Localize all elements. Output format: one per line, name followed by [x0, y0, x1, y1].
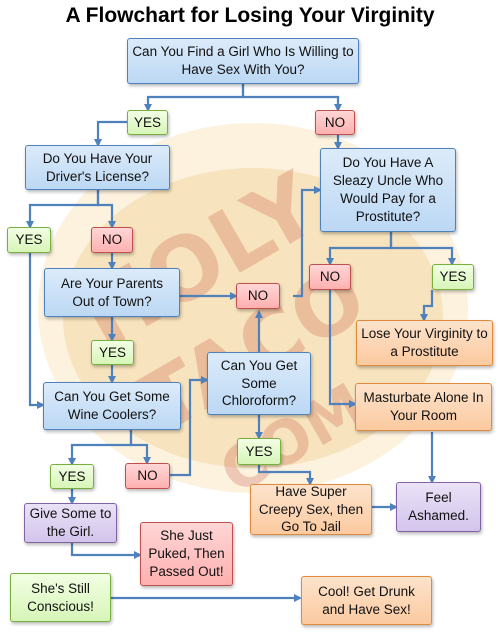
outcome-creepy-jail: Have Super Creepy Sex, then Go To Jail — [250, 484, 372, 535]
no-label: NO — [309, 264, 351, 290]
yes-label: YES — [7, 227, 51, 253]
action-give-some: Give Some to the Girl. — [24, 503, 117, 543]
outcome-get-drunk: Cool! Get Drunk and Have Sex! — [301, 576, 432, 625]
question-sleazy-uncle: Do You Have A Sleazy Uncle Who Would Pay… — [320, 148, 456, 232]
yes-label: YES — [91, 340, 134, 365]
question-wine-coolers: Can You Get Some Wine Coolers? — [43, 382, 181, 430]
no-label: NO — [315, 110, 355, 135]
outcome-still-conscious: She's Still Conscious! — [10, 573, 111, 622]
no-label: NO — [236, 283, 280, 309]
question-parents-out-of-town: Are Your Parents Out of Town? — [44, 268, 180, 317]
question-chloroform: Can You Get Some Chloroform? — [207, 352, 311, 415]
outcome-prostitute: Lose Your Virginity to a Prostitute — [356, 320, 493, 366]
question-find-girl: Can You Find a Girl Who Is Willing to Ha… — [127, 38, 359, 84]
yes-label: YES — [50, 464, 94, 489]
no-label: NO — [91, 227, 133, 253]
yes-label: YES — [432, 264, 474, 290]
question-drivers-license: Do You Have Your Driver's License? — [25, 145, 170, 190]
yes-label: YES — [237, 438, 281, 465]
no-label: NO — [125, 463, 170, 489]
page-title: A Flowchart for Losing Your Virginity — [65, 4, 435, 27]
outcome-masturbate: Masturbate Alone In Your Room — [355, 383, 492, 431]
outcome-puked: She Just Puked, Then Passed Out! — [140, 522, 233, 586]
outcome-feel-ashamed: Feel Ashamed. — [396, 482, 481, 532]
yes-label: YES — [127, 110, 168, 135]
